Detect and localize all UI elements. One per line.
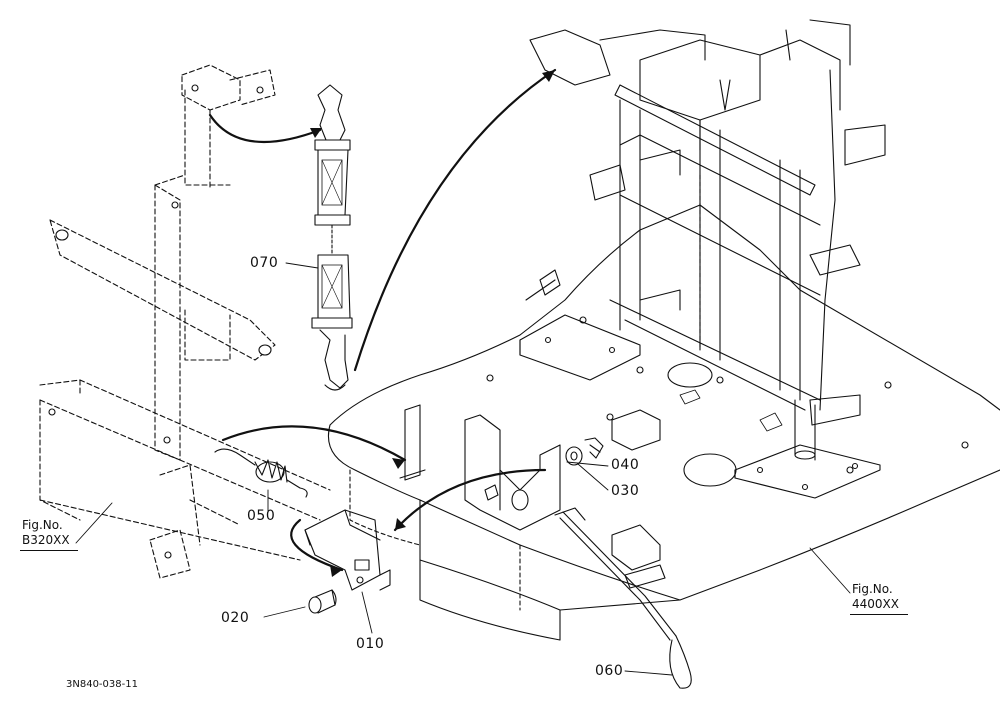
figure-ref-left: Fig.No. B320XX xyxy=(22,518,70,548)
figure-ref-left-underline xyxy=(20,550,78,551)
arrow-heads xyxy=(310,70,555,577)
figure-ref-left-line1: Fig.No. xyxy=(22,518,63,532)
part-label-050: 050 xyxy=(247,508,276,524)
part-label-060: 060 xyxy=(595,663,624,679)
left-frame xyxy=(39,64,331,579)
figure-ref-right-underline xyxy=(850,614,908,615)
center-bracket xyxy=(399,404,561,531)
part-label-070: 070 xyxy=(250,255,279,271)
part-label-030: 030 xyxy=(611,483,640,499)
drawing-code: 3N840-038-11 xyxy=(66,679,138,690)
part-040-clip xyxy=(584,437,604,459)
assembly-arrows xyxy=(208,68,557,572)
part-010-bracket xyxy=(304,509,391,591)
part-label-010: 010 xyxy=(356,636,385,652)
floor-plate xyxy=(328,204,1000,641)
figure-ref-right-line2: 4400XX xyxy=(852,597,899,611)
figure-ref-right-line1: Fig.No. xyxy=(852,582,893,596)
figure-ref-left-line2: B320XX xyxy=(22,533,70,547)
part-030-washer xyxy=(565,446,583,466)
part-050-spring xyxy=(214,448,308,498)
part-070-strap xyxy=(311,84,353,391)
left-frame-holes xyxy=(48,84,272,559)
part-label-020: 020 xyxy=(221,610,250,626)
part-060-rod xyxy=(554,507,692,689)
figure-ref-right: Fig.No. 4400XX xyxy=(852,582,899,612)
leader-lines xyxy=(75,262,851,676)
part-label-040: 040 xyxy=(611,457,640,473)
part-020-pin xyxy=(308,589,337,614)
upper-frame xyxy=(525,19,886,461)
